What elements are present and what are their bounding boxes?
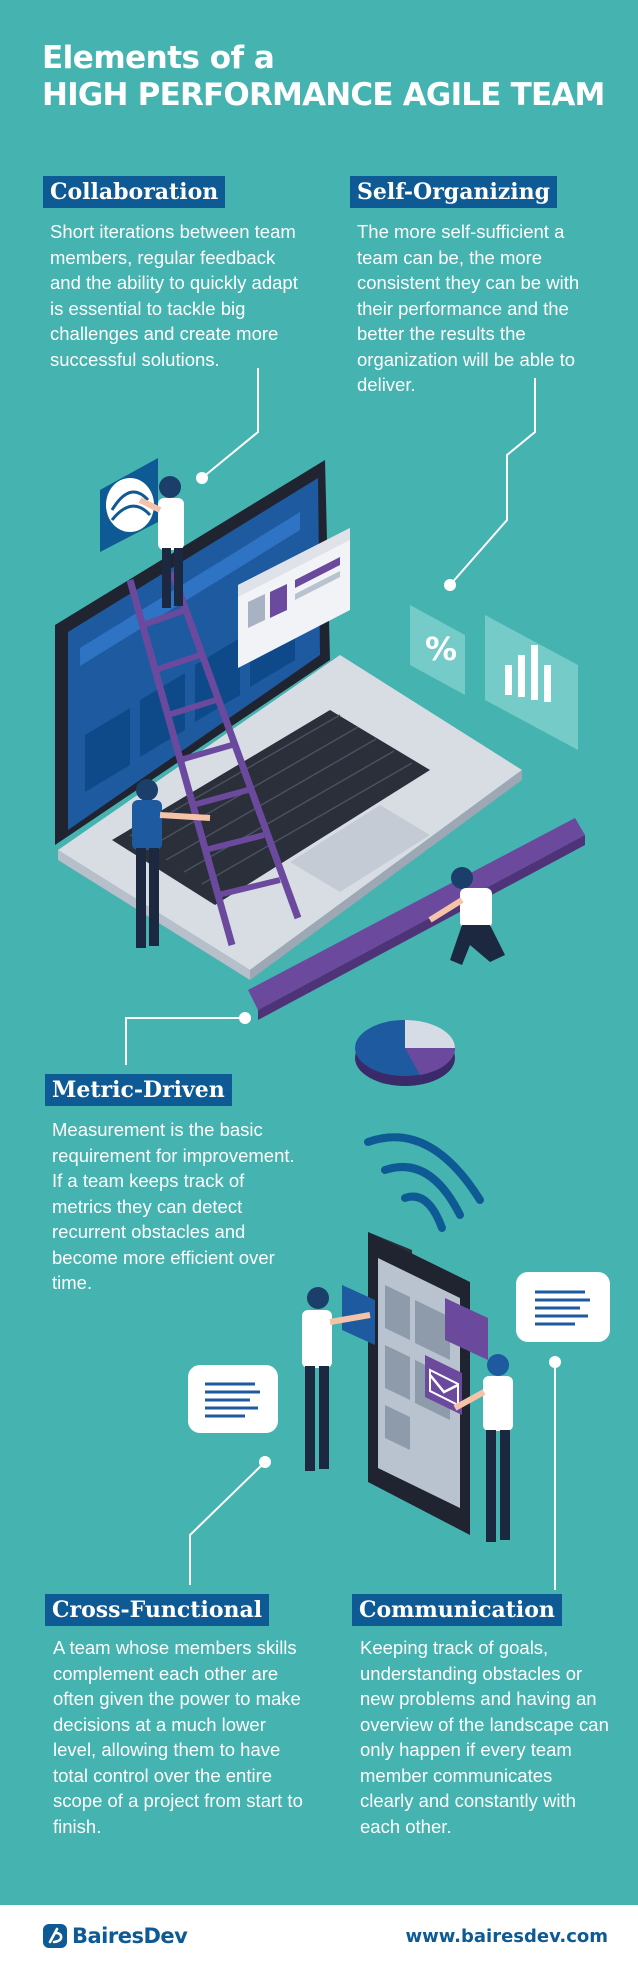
svg-text:%: % xyxy=(425,630,457,668)
connector-self-organizing xyxy=(449,378,536,586)
pie-chart-icon xyxy=(355,1020,456,1086)
text-collaboration: Short iterations between team members, r… xyxy=(50,221,298,370)
document-lines-icon xyxy=(188,1272,610,1433)
brain-badge xyxy=(100,458,158,552)
heading-self-organizing: Self-Organizing xyxy=(350,176,558,208)
heading-metric-driven: Metric-Driven xyxy=(45,1074,232,1106)
person-on-ladder xyxy=(138,476,184,608)
heading-communication: Communication xyxy=(352,1594,562,1626)
person-right-phone xyxy=(453,1354,513,1542)
website-link[interactable]: www.bairesdev.com xyxy=(405,1926,608,1947)
page-title: Elements of a HIGH PERFORMANCE AGILE TEA… xyxy=(42,40,605,114)
connector-dots xyxy=(196,472,561,1468)
bar-chart-icon xyxy=(485,615,578,750)
brand-logo-icon xyxy=(43,1924,67,1948)
brand-logo[interactable]: BairesDev xyxy=(42,1923,188,1949)
connector-lines xyxy=(125,368,556,1590)
person-kneeling xyxy=(428,867,505,965)
text-cross-functional: A team whose members skills complement e… xyxy=(53,1637,303,1837)
connector-metric-driven xyxy=(125,1017,245,1065)
person-standing-laptop xyxy=(132,779,211,948)
phone-illustration xyxy=(368,1232,470,1535)
text-communication: Keeping track of goals, understanding ob… xyxy=(360,1637,609,1837)
person-left-phone xyxy=(302,1287,371,1471)
ruler-icon xyxy=(248,818,585,1020)
ladder-icon xyxy=(126,570,302,946)
heading-collaboration: Collaboration xyxy=(43,176,226,208)
title-line-1: Elements of a xyxy=(42,40,275,76)
brand-name: BairesDev xyxy=(72,1924,188,1948)
footer: BairesDev www.bairesdev.com xyxy=(0,1905,638,1970)
text-metric-driven: Measurement is the basic requirement for… xyxy=(52,1119,295,1293)
percent-icon: % xyxy=(410,605,465,695)
wifi-signal-icon xyxy=(364,1133,484,1232)
floating-window xyxy=(238,528,350,668)
connector-collaboration xyxy=(201,368,259,479)
connector-cross-functional xyxy=(189,1461,266,1585)
title-line-2: HIGH PERFORMANCE AGILE TEAM xyxy=(42,77,605,113)
illustrations: % xyxy=(55,368,610,1590)
mail-icon xyxy=(425,1355,462,1415)
text-self-organizing: The more self-sufficient a team can be, … xyxy=(357,221,580,395)
heading-cross-functional: Cross-Functional xyxy=(45,1594,270,1626)
